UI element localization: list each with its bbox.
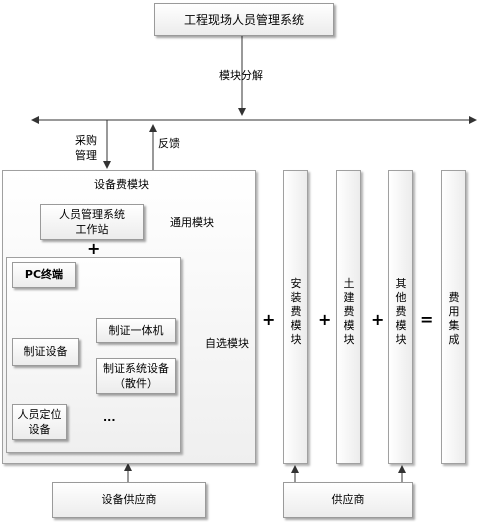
positioning-device-text: 人员定位 设备 xyxy=(17,408,62,436)
cert-system-device-box: 制证系统设备 （散件） xyxy=(96,358,176,394)
cert-all-in-one-box: 制证一体机 xyxy=(96,318,176,343)
cost-integration-text: 费用集成 xyxy=(448,291,460,346)
system-title-box: 工程现场人员管理系统 xyxy=(154,3,334,36)
common-module-box: 人员管理系统 工作站 xyxy=(40,204,144,240)
other-fee-module xyxy=(388,170,413,464)
plus-sign-1: + xyxy=(262,310,276,329)
common-module-box-text: 人员管理系统 工作站 xyxy=(59,208,125,236)
common-module-label: 通用模块 xyxy=(170,216,214,229)
civil-fee-module-text: 土建费模块 xyxy=(343,277,355,346)
optional-module-label: 自选模块 xyxy=(205,337,249,350)
positioning-device-box: 人员定位 设备 xyxy=(12,404,67,440)
equipment-fee-module-title: 设备费模块 xyxy=(94,178,149,191)
cert-device-box: 制证设备 xyxy=(12,338,79,366)
install-fee-module xyxy=(283,170,308,464)
procurement-label: 采购 管理 xyxy=(75,134,97,162)
plus-sign-2: + xyxy=(318,310,332,329)
supplier-text: 供应商 xyxy=(331,493,365,506)
install-fee-module-text: 安装费模块 xyxy=(290,277,302,346)
inner-plus-sign: + xyxy=(87,239,101,258)
pc-terminal-box: PC终端 xyxy=(12,262,76,288)
system-title: 工程现场人员管理系统 xyxy=(183,12,304,27)
cert-device-text: 制证设备 xyxy=(23,345,68,358)
plus-sign-3: + xyxy=(371,310,385,329)
cert-all-in-one-text: 制证一体机 xyxy=(108,323,164,337)
equals-sign: = xyxy=(420,310,434,329)
pc-terminal-text: PC终端 xyxy=(24,268,64,281)
equipment-supplier-text: 设备供应商 xyxy=(101,493,157,506)
cost-integration xyxy=(441,170,466,464)
equipment-supplier-box: 设备供应商 xyxy=(52,482,206,518)
feedback-label: 反馈 xyxy=(158,137,180,150)
cert-system-device-text: 制证系统设备 （散件） xyxy=(103,362,169,390)
ellipsis-label: ... xyxy=(103,411,116,424)
civil-fee-module xyxy=(336,170,361,464)
other-fee-module-text: 其他费模块 xyxy=(395,277,407,346)
decompose-label: 模块分解 xyxy=(219,69,263,82)
supplier-box: 供应商 xyxy=(283,482,413,518)
